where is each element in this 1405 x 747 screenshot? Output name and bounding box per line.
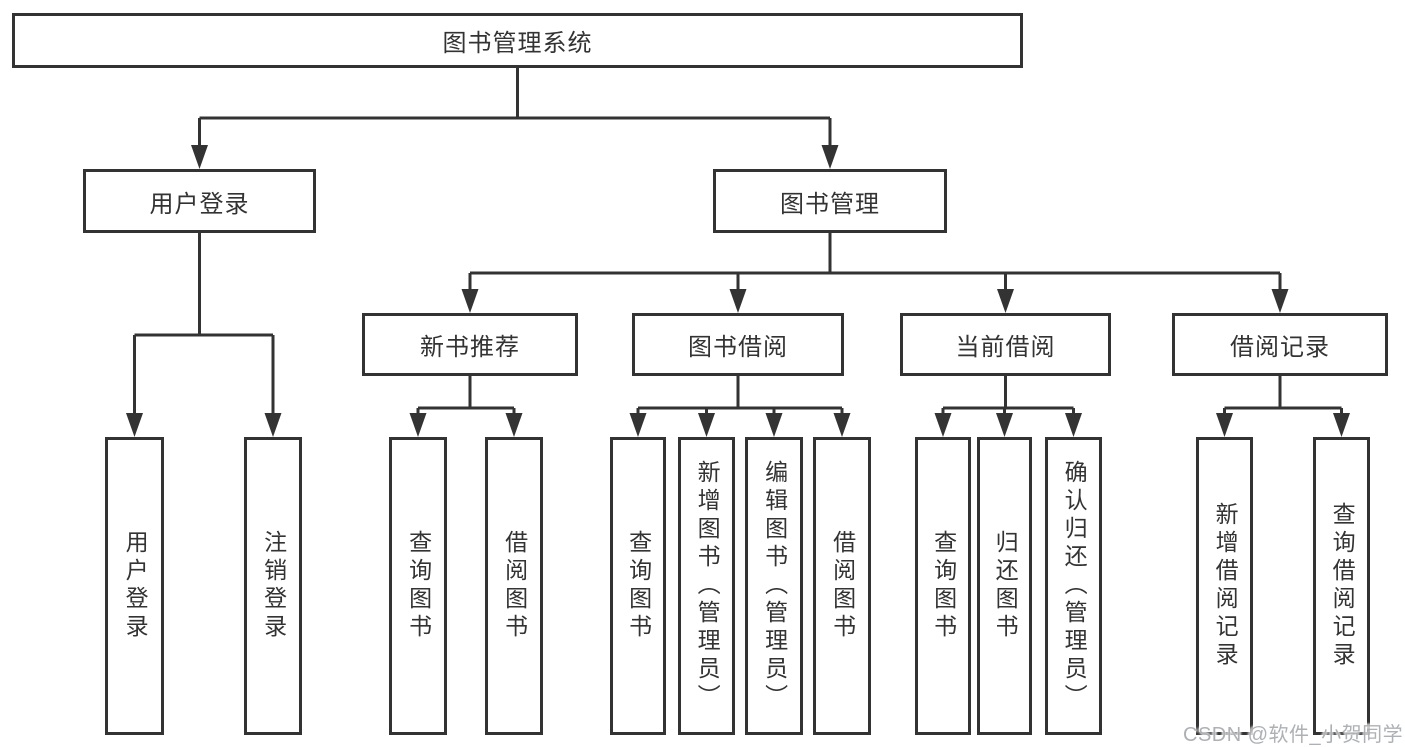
leaf-query-books-current: 查询图书: [915, 437, 971, 735]
node-book-management: 图书管理: [713, 169, 947, 233]
node-root: 图书管理系统: [12, 13, 1023, 68]
leaf-user-login: 用户登录: [105, 437, 164, 735]
leaf-add-borrow-record-label: 新增借阅记录: [1212, 502, 1239, 670]
node-borrow-records-label: 借阅记录: [1230, 334, 1330, 361]
node-borrow-records: 借阅记录: [1172, 313, 1388, 376]
node-current-borrowing: 当前借阅: [900, 313, 1111, 376]
leaf-borrow-books-recommend: 借阅图书: [485, 437, 543, 735]
csdn-watermark: CSDN @软件_小贺同学: [1183, 724, 1404, 746]
node-user-login: 用户登录: [83, 169, 316, 233]
leaf-borrow-books-recommend-label: 借阅图书: [501, 530, 528, 642]
node-book-borrowing-label: 图书借阅: [688, 334, 788, 361]
leaf-query-books-borrowing-label: 查询图书: [625, 530, 652, 642]
leaf-query-books-recommend: 查询图书: [389, 437, 447, 735]
leaf-logout-label: 注销登录: [260, 530, 287, 642]
node-user-login-label: 用户登录: [149, 190, 250, 218]
leaf-add-book-admin-label: 新增图书（管理员）: [694, 460, 721, 712]
leaf-confirm-return-admin-label: 确认归还（管理员）: [1061, 460, 1088, 712]
leaf-query-borrow-record: 查询借阅记录: [1313, 437, 1370, 735]
leaf-logout: 注销登录: [244, 437, 302, 735]
leaf-query-books-borrowing: 查询图书: [610, 437, 666, 735]
leaf-confirm-return-admin: 确认归还（管理员）: [1045, 437, 1102, 735]
node-book-management-label: 图书管理: [780, 190, 880, 218]
leaf-add-book-admin: 新增图书（管理员）: [678, 437, 735, 735]
leaf-add-borrow-record: 新增借阅记录: [1196, 437, 1253, 735]
leaf-query-borrow-record-label: 查询借阅记录: [1329, 502, 1356, 670]
node-current-borrowing-label: 当前借阅: [955, 334, 1056, 361]
node-book-borrowing: 图书借阅: [632, 313, 844, 376]
node-new-book-recommend: 新书推荐: [362, 313, 578, 376]
leaf-return-book: 归还图书: [977, 437, 1032, 735]
leaf-return-book-label: 归还图书: [992, 530, 1019, 642]
node-root-label: 图书管理系统: [442, 30, 593, 57]
leaf-user-login-label: 用户登录: [122, 530, 149, 642]
leaf-edit-book-admin: 编辑图书（管理员）: [745, 437, 803, 735]
leaf-edit-book-admin-label: 编辑图书（管理员）: [761, 460, 788, 712]
leaf-borrow-books-borrowing: 借阅图书: [813, 437, 871, 735]
leaf-query-books-current-label: 查询图书: [930, 530, 957, 642]
leaf-query-books-recommend-label: 查询图书: [405, 530, 432, 642]
node-new-book-recommend-label: 新书推荐: [420, 334, 520, 361]
leaf-borrow-books-borrowing-label: 借阅图书: [829, 530, 856, 642]
